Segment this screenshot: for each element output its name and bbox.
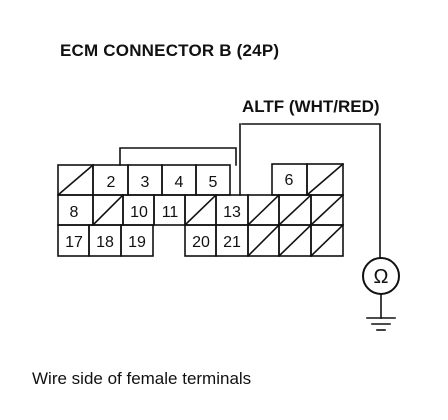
terminal-18: 18 <box>96 234 114 251</box>
ground-icon <box>366 317 396 331</box>
terminal-8: 8 <box>70 204 79 221</box>
terminal-13: 13 <box>223 204 241 221</box>
terminal-6: 6 <box>285 172 294 189</box>
terminal-20: 20 <box>192 234 210 251</box>
ohm-symbol: Ω <box>374 266 389 288</box>
connector-lock-tab <box>119 147 237 166</box>
terminal-17: 17 <box>65 234 83 251</box>
wire-label: ALTF (WHT/RED) <box>242 97 380 116</box>
terminal-2: 2 <box>107 174 116 191</box>
caption: Wire side of female terminals <box>32 369 252 388</box>
terminal-24-empty <box>310 224 344 257</box>
terminal-11: 11 <box>162 204 179 221</box>
terminal-21: 21 <box>223 234 241 251</box>
meter-lead <box>241 123 381 259</box>
terminal-3: 3 <box>141 174 150 191</box>
terminal-19: 19 <box>128 234 146 251</box>
terminal-10: 10 <box>130 204 148 221</box>
terminal-5: 5 <box>209 174 218 191</box>
terminal-4: 4 <box>175 174 184 191</box>
diagram-title: ECM CONNECTOR B (24P) <box>60 41 280 60</box>
